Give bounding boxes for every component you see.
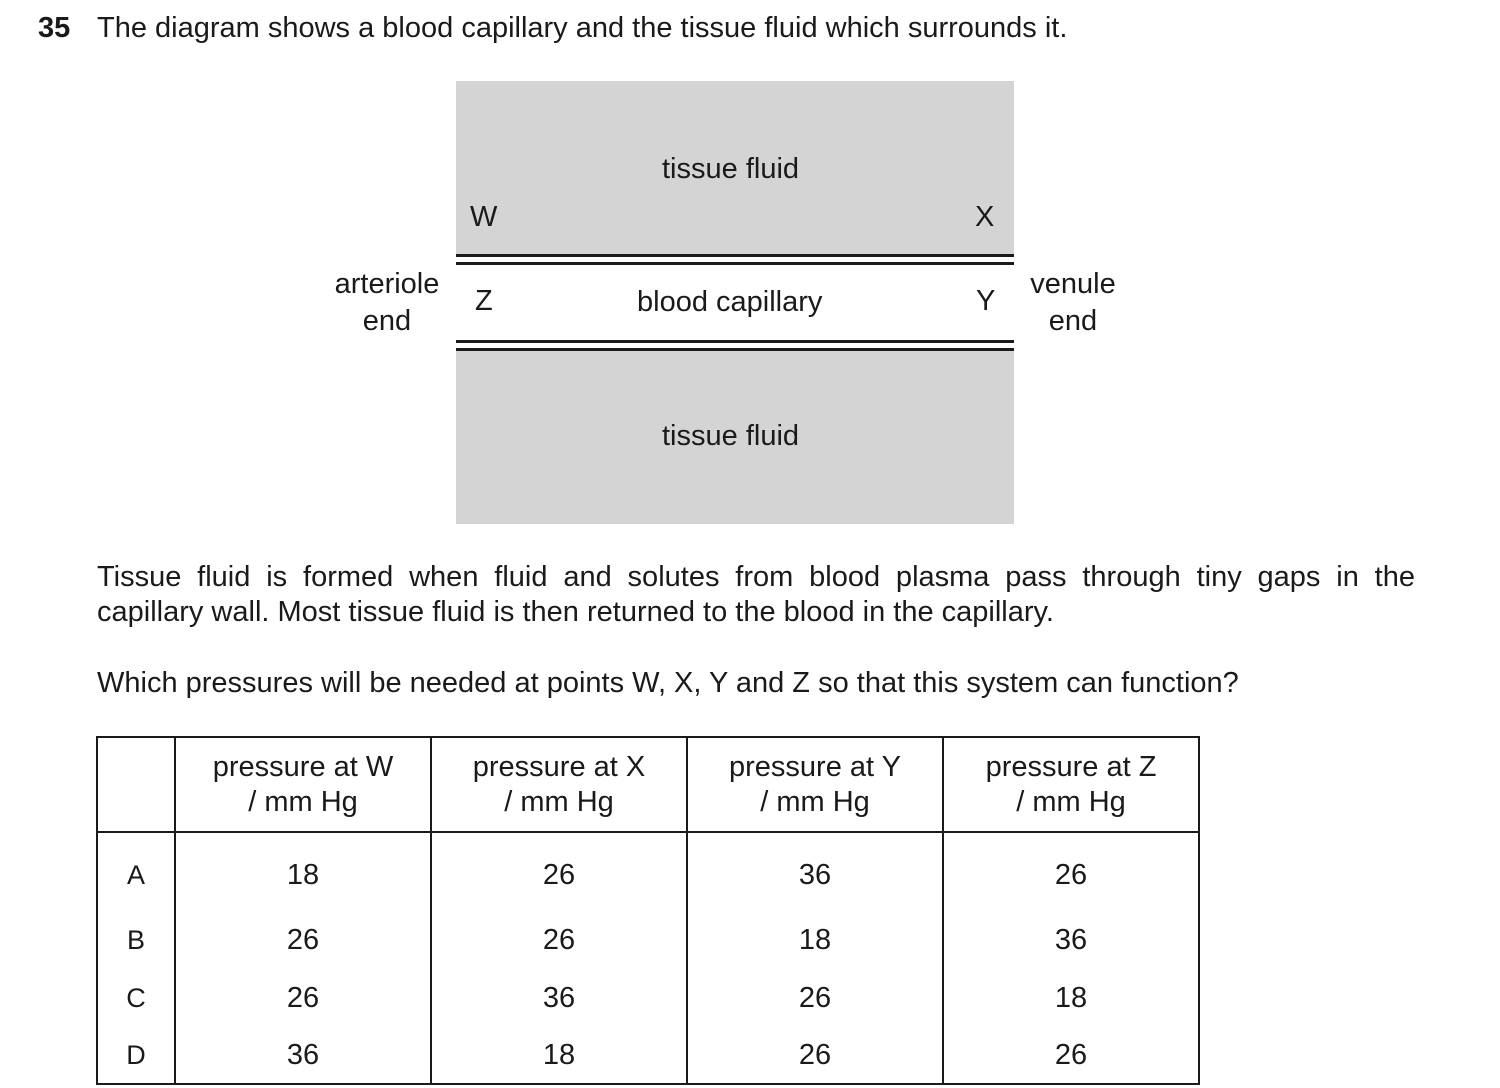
table-row-a[interactable]: A 18 26 36 26 [96, 832, 1200, 911]
header-pressure-y: pressure at Y / mm Hg [686, 736, 944, 833]
option-letter-b[interactable]: B [96, 911, 176, 969]
cell-c-x: 36 [430, 969, 688, 1027]
header-pressure-x: pressure at X / mm Hg [430, 736, 688, 833]
cell-c-z: 18 [942, 969, 1200, 1027]
header-x-line-2: / mm Hg [504, 785, 614, 818]
header-z-line-1: pressure at Z [985, 750, 1157, 783]
point-w-label: W [470, 201, 498, 233]
table-row-d[interactable]: D 36 18 26 26 [96, 1027, 1200, 1085]
cell-b-w: 26 [174, 911, 432, 969]
cell-d-y: 26 [686, 1027, 944, 1085]
header-w-line-2: / mm Hg [248, 785, 358, 818]
header-pressure-z: pressure at Z / mm Hg [942, 736, 1200, 833]
option-letter-a[interactable]: A [96, 832, 176, 911]
capillary-wall-bottom-outer [456, 348, 1014, 351]
cell-b-x: 26 [430, 911, 688, 969]
explanation-paragraph: Tissue fluid is formed when fluid and so… [97, 560, 1415, 630]
table-row-b[interactable]: B 26 26 18 36 [96, 911, 1200, 969]
option-letter-c[interactable]: C [96, 969, 176, 1027]
cell-b-y: 18 [686, 911, 944, 969]
cell-a-x: 26 [430, 832, 688, 911]
cell-d-z: 26 [942, 1027, 1200, 1085]
cell-c-w: 26 [174, 969, 432, 1027]
arteriole-end-line-2: end [362, 305, 412, 337]
header-x-line-1: pressure at X [472, 750, 646, 783]
tissue-fluid-top-region [456, 81, 1014, 255]
cell-a-w: 18 [174, 832, 432, 911]
blood-capillary-label: blood capillary [637, 286, 823, 318]
cell-a-y: 36 [686, 832, 944, 911]
point-x-label: X [975, 201, 995, 233]
option-letter-d[interactable]: D [96, 1027, 176, 1085]
tissue-fluid-bottom-label: tissue fluid [662, 420, 800, 452]
arteriole-end-label: arteriole end [322, 266, 452, 340]
arteriole-end-line-1: arteriole [334, 268, 440, 300]
question-prompt: Which pressures will be needed at points… [97, 667, 1239, 699]
header-blank-cell [96, 736, 176, 833]
capillary-wall-bottom-inner [456, 340, 1014, 343]
question-stem: The diagram shows a blood capillary and … [97, 12, 1068, 44]
paragraph-line-1: Tissue fluid is formed when fluid and so… [97, 561, 1415, 593]
header-z-line-2: / mm Hg [1016, 785, 1126, 818]
table-header-row: pressure at W / mm Hg pressure at X / mm… [96, 736, 1200, 833]
capillary-wall-top-inner [456, 262, 1014, 265]
header-pressure-w: pressure at W / mm Hg [174, 736, 432, 833]
cell-a-z: 26 [942, 832, 1200, 911]
point-z-label: Z [475, 285, 493, 317]
answer-table: pressure at W / mm Hg pressure at X / mm… [96, 736, 1200, 1085]
table-row-c[interactable]: C 26 36 26 18 [96, 969, 1200, 1027]
cell-c-y: 26 [686, 969, 944, 1027]
venule-end-line-1: venule [1030, 268, 1116, 300]
venule-end-line-2: end [1048, 305, 1098, 337]
capillary-wall-top-outer [456, 254, 1014, 257]
point-y-label: Y [976, 285, 996, 317]
question-number: 35 [38, 12, 71, 44]
header-y-line-1: pressure at Y [729, 750, 901, 783]
cell-b-z: 36 [942, 911, 1200, 969]
tissue-fluid-top-label: tissue fluid [662, 153, 800, 185]
cell-d-w: 36 [174, 1027, 432, 1085]
capillary-diagram: tissue fluid W X Z blood capillary Y tis… [0, 0, 1500, 540]
cell-d-x: 18 [430, 1027, 688, 1085]
paragraph-line-2: capillary wall. Most tissue fluid is the… [97, 596, 1054, 628]
venule-end-label: venule end [1018, 266, 1128, 340]
header-y-line-2: / mm Hg [760, 785, 870, 818]
header-w-line-1: pressure at W [212, 750, 394, 783]
tissue-fluid-bottom-region [456, 351, 1014, 524]
